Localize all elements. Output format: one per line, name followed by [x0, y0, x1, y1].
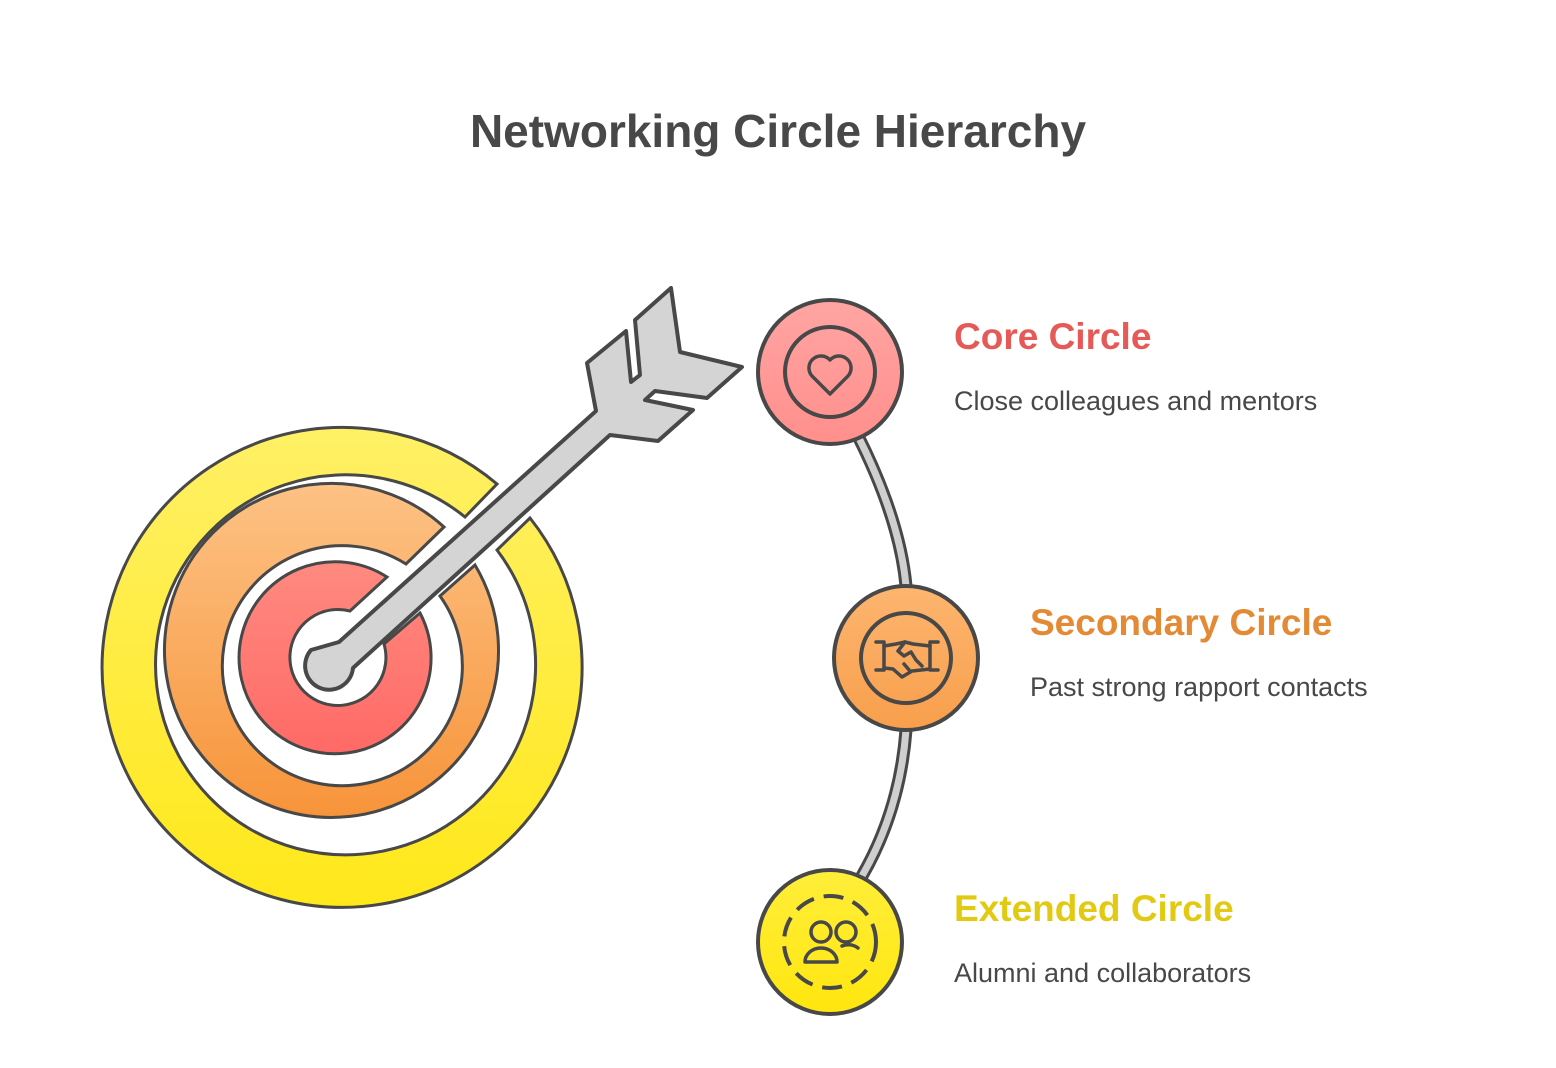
ring-secondary	[163, 482, 500, 819]
item-heading: Secondary Circle	[1030, 602, 1333, 643]
ring-extended	[100, 425, 584, 909]
ring-core	[237, 560, 433, 756]
item-heading: Extended Circle	[954, 888, 1234, 929]
node-extended	[756, 868, 904, 1016]
item-description: Close colleagues and mentors	[954, 386, 1318, 416]
arrow-icon	[303, 286, 744, 692]
item-description: Alumni and collaborators	[954, 958, 1252, 988]
target-icon	[100, 425, 584, 909]
heart-icon	[807, 354, 853, 396]
item-secondary: Secondary Circle Past strong rapport con…	[1030, 602, 1368, 703]
item-core: Core Circle Close colleagues and mentors	[954, 316, 1317, 417]
item-heading: Core Circle	[954, 316, 1152, 357]
connector-line	[851, 429, 913, 883]
handshake-icon	[874, 640, 940, 679]
item-extended: Extended Circle Alumni and collaborators	[954, 888, 1251, 989]
item-description: Past strong rapport contacts	[1030, 672, 1368, 702]
node-secondary	[832, 584, 980, 732]
users-group-icon	[803, 920, 860, 964]
page-title: Networking Circle Hierarchy	[469, 105, 1087, 157]
node-core	[756, 298, 904, 446]
